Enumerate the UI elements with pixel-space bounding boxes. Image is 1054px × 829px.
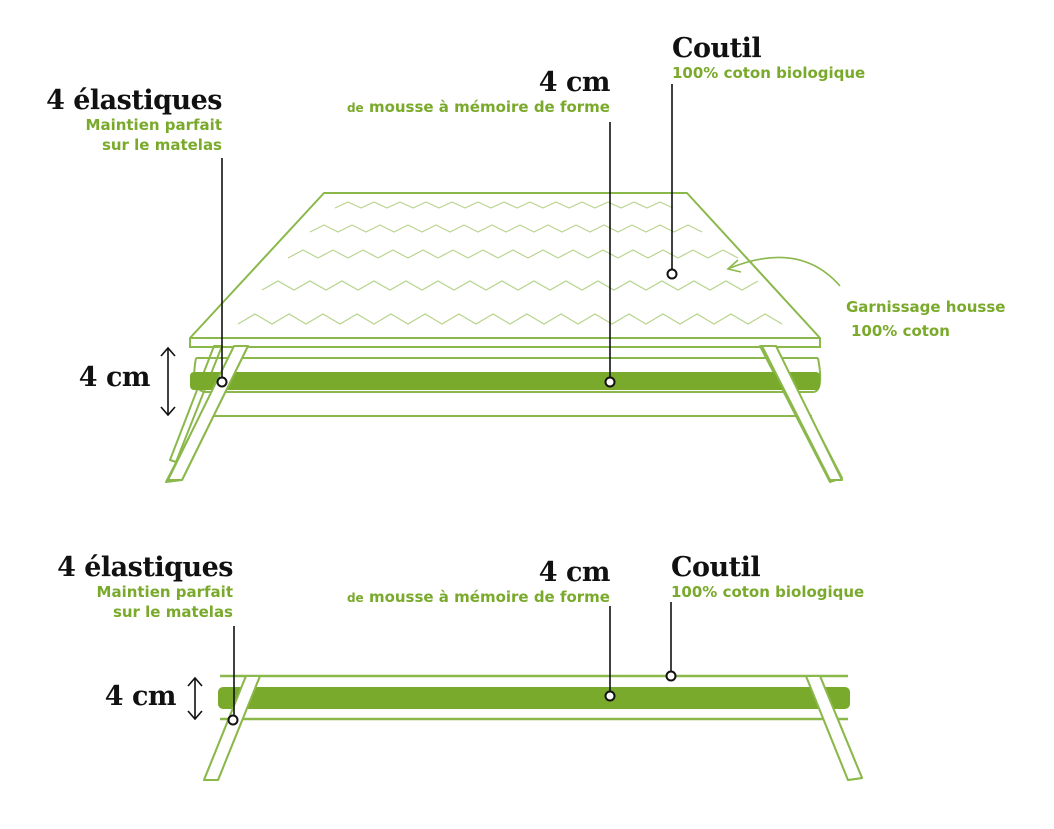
foam-title-bottom: 4 cm — [539, 557, 610, 588]
elastiques-line1-top: Maintien parfait — [86, 116, 222, 134]
callout-dots-top — [216, 268, 678, 388]
elastiques-line2-top: sur le matelas — [102, 136, 222, 154]
elastiques-line1-bottom: Maintien parfait — [97, 583, 233, 601]
elastiques-dot-bottom — [227, 714, 239, 726]
topper-3d-illustration: 4 élastiques Maintien parfait sur le mat… — [46, 33, 1005, 483]
memory-foam-layer-top — [190, 372, 820, 390]
callout-lines-top — [221, 84, 673, 378]
coutil-dot-bottom — [665, 670, 677, 682]
foam-dot-bottom — [604, 690, 616, 702]
coutil-desc-bottom: 100% coton biologique — [671, 583, 864, 601]
garnissage-line2: 100% coton — [851, 322, 950, 340]
topper-side-illustration: 4 élastiques Maintien parfait sur le mat… — [57, 552, 864, 781]
elastic-straps-front-top — [167, 345, 843, 481]
elastic-straps-bottom-front — [203, 675, 863, 781]
elastic-straps-top — [165, 345, 843, 483]
coutil-title-top: Coutil — [672, 33, 761, 64]
foam-title-top: 4 cm — [539, 67, 610, 98]
foam-desc-text-bottom: mousse à mémoire de forme — [369, 588, 610, 606]
foam-desc-top: de mousse à mémoire de forme — [347, 98, 610, 116]
foam-desc-text-top: mousse à mémoire de forme — [369, 98, 610, 116]
side-lines — [220, 674, 848, 721]
elastiques-line2-bottom: sur le matelas — [113, 603, 233, 621]
thickness-label-top: 4 cm — [79, 362, 150, 393]
thickness-label-bottom: 4 cm — [105, 681, 176, 712]
garnissage-line1: Garnissage housse — [846, 298, 1005, 316]
elastiques-title-top: 4 élastiques — [46, 85, 222, 116]
thickness-arrow-top — [160, 346, 176, 417]
coutil-title-bottom: Coutil — [671, 552, 760, 583]
elastiques-dot — [216, 376, 228, 388]
elastiques-title-bottom: 4 élastiques — [57, 552, 233, 583]
garnissage-arrow — [726, 256, 841, 287]
foam-dot — [604, 376, 616, 388]
memory-foam-layer-bottom — [218, 687, 850, 709]
callout-dots-bottom — [227, 670, 677, 726]
foam-desc-bottom: de mousse à mémoire de forme — [347, 588, 610, 606]
coutil-desc-top: 100% coton biologique — [672, 64, 865, 82]
callout-lines-bottom — [233, 602, 672, 716]
quilting-pattern — [237, 201, 783, 325]
foam-prefix-top: de — [347, 101, 364, 115]
coutil-dot — [666, 268, 678, 280]
thickness-arrow-bottom — [187, 676, 203, 721]
foam-prefix-bottom: de — [347, 591, 364, 605]
